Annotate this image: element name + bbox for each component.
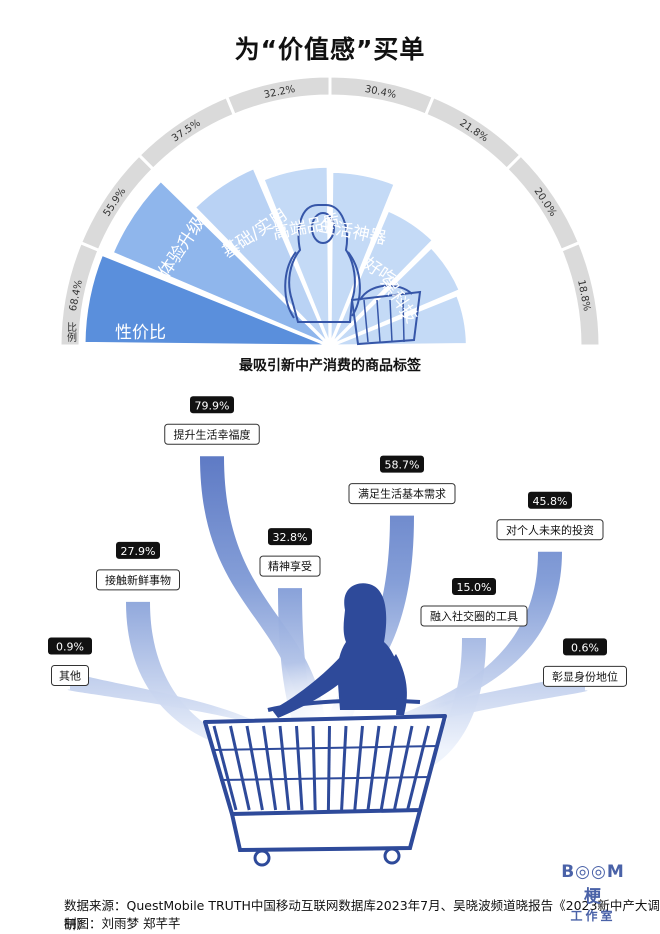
logo-line1: B◎◎M梗 — [561, 862, 625, 907]
value-badge-text: 0.6% — [571, 641, 599, 654]
rim-segment — [559, 240, 602, 348]
logo-line2: 工作室 — [570, 909, 616, 923]
fan-wedge — [192, 166, 332, 347]
boom-studio-logo: B◎◎M梗 工作室 — [560, 862, 626, 924]
category-label: 对个人未来的投资 — [506, 523, 594, 537]
value-badge-text: 79.9% — [195, 399, 230, 412]
value-badge-text: 45.8% — [533, 495, 568, 508]
category-label: 满足生活基本需求 — [358, 487, 446, 501]
shopping-cart-illustration — [203, 583, 447, 867]
category-box — [543, 665, 627, 687]
fan-wedge — [110, 178, 332, 347]
category-box — [348, 483, 456, 505]
value-badge — [116, 541, 160, 559]
fan-wedge — [328, 293, 469, 347]
ribbon-mark — [333, 638, 486, 778]
category-label: 其他 — [59, 669, 81, 682]
fan-wedge — [328, 245, 462, 347]
value-badge — [268, 528, 312, 546]
value-badge-text: 0.9% — [56, 640, 84, 653]
value-badge-text: 27.9% — [121, 545, 156, 558]
scale-label: 比例 — [65, 322, 77, 343]
value-badge — [452, 578, 496, 595]
value-badge — [528, 491, 572, 509]
fan-rim-track — [58, 74, 602, 348]
category-label: 接触新鲜事物 — [105, 573, 171, 587]
shopper-woman-illustration — [284, 204, 422, 346]
category-box — [496, 519, 604, 541]
motives-ribbon-chart: 0.9% 其他 27.9% 接触新鲜事物 79.9% 提升生活幸福度 32.8% 精神享受 58… — [48, 396, 627, 867]
ribbon-mark — [353, 666, 590, 750]
ribbon-mark — [126, 601, 317, 755]
value-badge-text: 32.8% — [273, 531, 308, 544]
fan-wedges — [82, 164, 469, 347]
value-badge — [380, 455, 424, 473]
category-box — [51, 664, 89, 686]
value-badge — [48, 637, 92, 655]
fan-wedge — [328, 169, 397, 347]
value-tags-fan-chart: 68.4%性价比55.9%体验升级37.5%基础/实用32.2%高端品质30.4… — [58, 74, 602, 348]
category-label: 精神享受 — [268, 559, 312, 573]
value-badge-text: 58.7% — [385, 459, 420, 472]
fan-wedge — [328, 208, 435, 347]
value-badge — [563, 638, 607, 656]
ribbon-labels: 0.9% 其他 27.9% 接触新鲜事物 79.9% 提升生活幸福度 32.8% 精神享受 58… — [48, 396, 627, 687]
category-label: 提升生活幸福度 — [174, 427, 251, 441]
credit-note: 制图：刘雨梦 郑芊芊 — [64, 916, 181, 931]
source-note: 数据来源：QuestMobile TRUTH中国移动互联网数据库2023年7月、… — [64, 898, 660, 932]
fan-category-label: 性价比 — [115, 323, 166, 343]
category-box — [164, 423, 260, 445]
category-box — [96, 569, 180, 591]
category-label: 彰显身份地位 — [552, 669, 618, 683]
fan-chart-subtitle: 最吸引新中产消费的商品标签 — [239, 358, 421, 374]
value-badge — [190, 396, 234, 414]
value-badge-text: 15.0% — [457, 581, 492, 594]
category-box — [420, 605, 528, 627]
fan-category-label: 百亿补贴 — [486, 321, 554, 341]
category-label: 融入社交圈的工具 — [430, 609, 518, 623]
category-box — [259, 555, 321, 577]
fan-wedge — [82, 252, 332, 347]
page-title: 为“价值感”买单 — [234, 35, 426, 64]
